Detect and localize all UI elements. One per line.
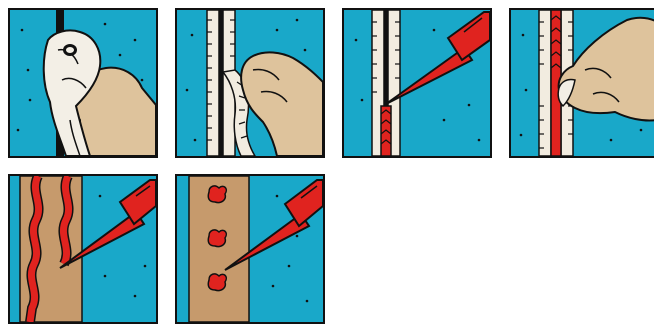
sealant-gun-wavy-bead-icon (10, 176, 156, 322)
applying-masking-tape-icon (177, 10, 323, 156)
step-6-panel (175, 174, 325, 324)
step-1-panel (8, 8, 158, 158)
step-5-panel (8, 174, 158, 324)
sealant-gun-filling-joint-icon (344, 10, 490, 156)
cleaning-joint-with-cloth-icon (10, 10, 156, 156)
step-3-panel (342, 8, 492, 158)
step-2-panel (175, 8, 325, 158)
step-4-panel (509, 8, 654, 158)
sealant-gun-dab-application-icon (177, 176, 323, 322)
smoothing-sealant-with-finger-icon (511, 10, 654, 156)
